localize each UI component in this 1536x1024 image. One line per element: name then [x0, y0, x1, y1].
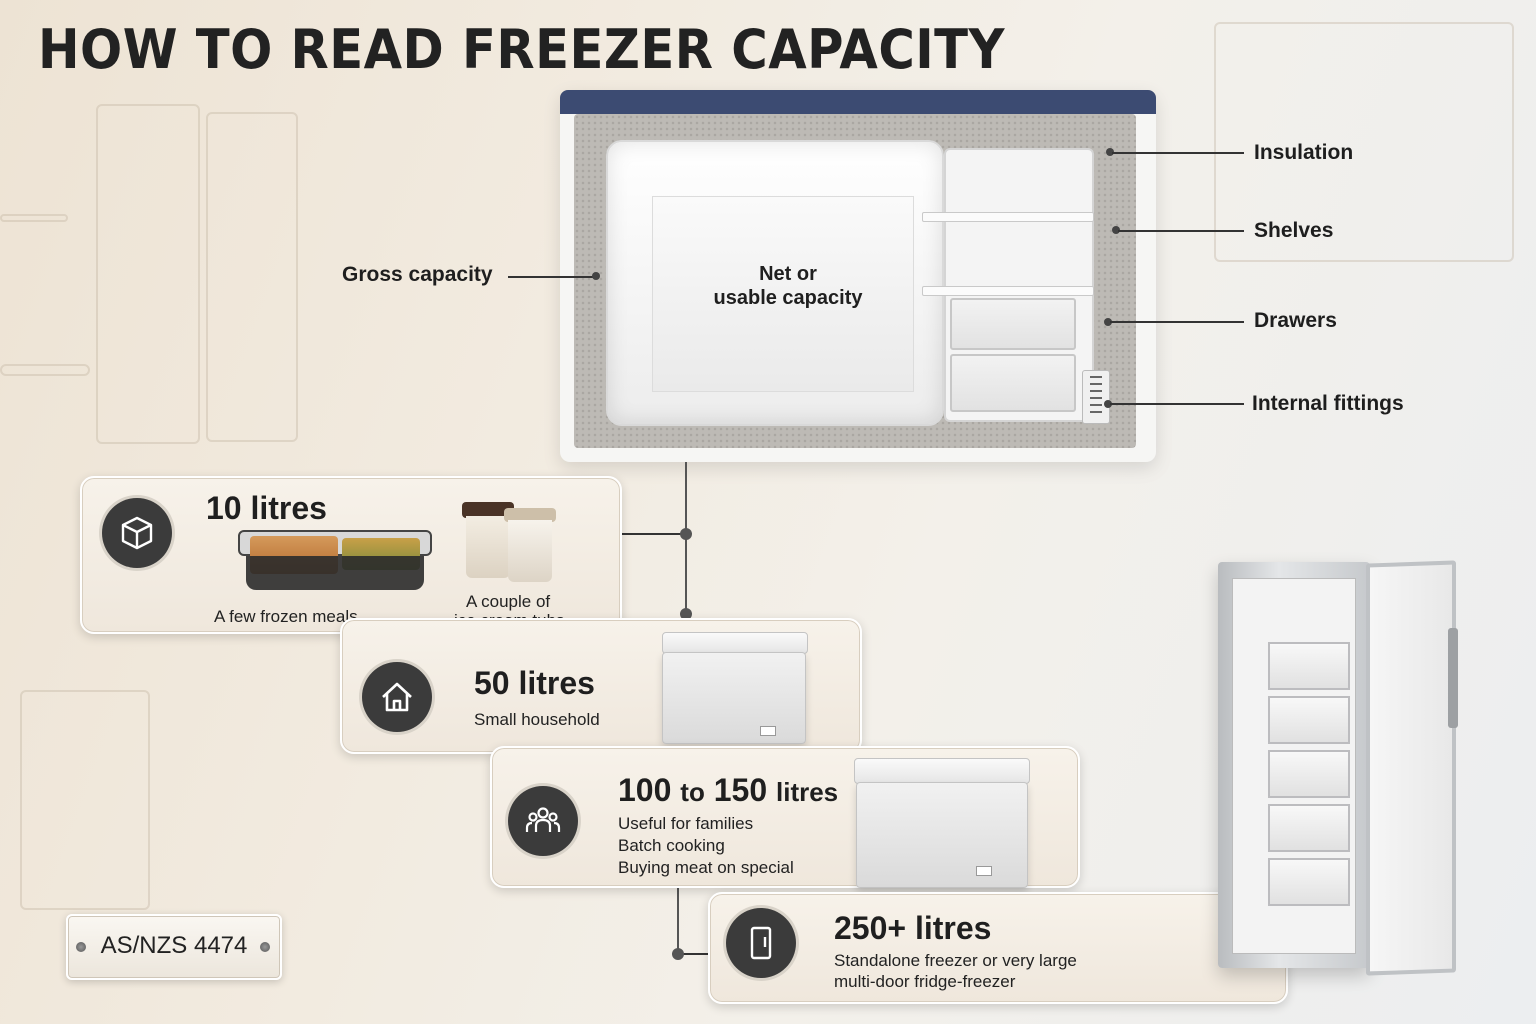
upright-drawer [1268, 804, 1350, 852]
freezer-control [976, 866, 992, 876]
connector-node [680, 608, 692, 620]
card-item-meals: A few frozen meals [214, 607, 358, 626]
background-window [1214, 22, 1514, 262]
card-line: Buying meat on special [618, 858, 794, 877]
cavity-back-wall [652, 196, 914, 392]
insulation-leader-line [1112, 152, 1244, 154]
leader-dot [1106, 148, 1114, 156]
shelves-label: Shelves [1254, 219, 1334, 242]
card-line: Small household [474, 710, 600, 729]
connector-line [677, 888, 679, 954]
net-label-line1: Net or [759, 263, 817, 285]
upright-freezer-door [1366, 560, 1456, 976]
gross-leader-line [508, 276, 596, 278]
net-capacity-label: Net or usable capacity [700, 262, 876, 310]
standard-plaque [66, 914, 282, 980]
upright-drawer [1268, 858, 1350, 906]
fittings-leader-line [1110, 403, 1244, 405]
connector-node [672, 948, 684, 960]
page-title: HOW TO READ FREEZER CAPACITY [38, 18, 1005, 81]
internal-fitting [1082, 370, 1110, 424]
drawers-label: Drawers [1254, 309, 1337, 332]
connector-line [622, 533, 686, 535]
card-line: Standalone freezer or very large [834, 951, 1077, 970]
title-number-low: 100 [618, 772, 672, 808]
card-title: 10 litres [206, 490, 327, 526]
title-unit: litres [776, 777, 839, 807]
leader-dot [1104, 400, 1112, 408]
fridge-icon [726, 908, 796, 978]
chest-freezer-lid [854, 758, 1030, 784]
net-label-line2: usable capacity [713, 287, 863, 309]
connector-line [678, 953, 712, 955]
people-icon [508, 786, 578, 856]
upright-drawer [1268, 696, 1350, 744]
freezer-control [760, 726, 776, 736]
screw-icon [260, 942, 270, 952]
internal-fittings-label: Internal fittings [1252, 392, 1404, 415]
connector-node [680, 528, 692, 540]
meal-tray-image [238, 530, 432, 594]
background-shelf [0, 214, 68, 222]
title-to: to [680, 777, 705, 807]
leader-dot [1104, 318, 1112, 326]
screw-icon [76, 942, 86, 952]
leader-dot [1112, 226, 1120, 234]
card-item-tubs-line1: A couple of [466, 592, 551, 611]
insulation-label: Insulation [1254, 141, 1354, 164]
drawer [950, 298, 1076, 350]
shelves-leader-line [1118, 230, 1244, 232]
card-line: Useful for families [618, 814, 754, 833]
drawer [950, 354, 1076, 412]
shelf [922, 286, 1094, 296]
ice-cream-tubs-image [460, 502, 556, 582]
card-line: multi-door fridge-freezer [834, 972, 1016, 991]
leader-dot [592, 272, 600, 280]
title-number-high: 150 [713, 772, 768, 808]
background-cabinet-door [206, 112, 298, 442]
card-title: 250+ litres [834, 910, 992, 946]
house-icon [362, 662, 432, 732]
door-handle [1448, 628, 1458, 728]
chest-freezer-image [856, 782, 1028, 888]
background-counter [0, 364, 90, 376]
background-cabinet [96, 104, 200, 444]
standard-label: AS/NZS 4474 [100, 932, 248, 959]
gross-capacity-label: Gross capacity [342, 263, 493, 286]
background-appliance [20, 690, 150, 910]
chest-freezer-lid [662, 632, 808, 654]
drawers-leader-line [1110, 321, 1244, 323]
cube-icon [102, 498, 172, 568]
card-title: 50 litres [474, 665, 595, 701]
chest-freezer-image [662, 652, 806, 744]
card-title: 100 to 150 litres [618, 772, 838, 809]
freezer-lid [560, 90, 1156, 114]
shelf [922, 212, 1094, 222]
upright-drawer [1268, 750, 1350, 798]
card-line: Batch cooking [618, 836, 725, 855]
upright-drawer [1268, 642, 1350, 690]
